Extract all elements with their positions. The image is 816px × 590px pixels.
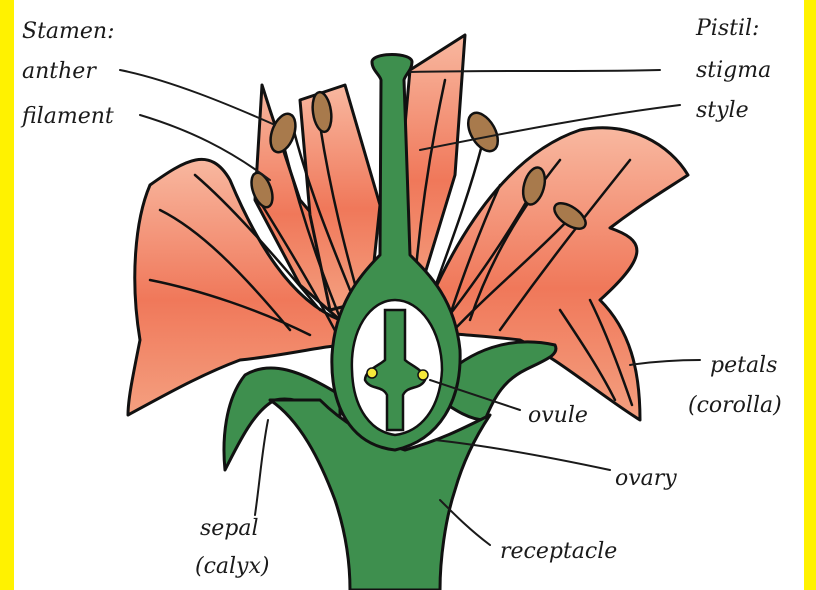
label-calyx: (calyx) bbox=[195, 554, 269, 579]
ovule bbox=[418, 370, 428, 380]
label-sepal: sepal bbox=[200, 516, 259, 541]
label-pistil: Pistil: bbox=[695, 16, 759, 41]
ovule bbox=[367, 368, 377, 378]
label-ovary: ovary bbox=[615, 466, 677, 491]
label-filament: filament bbox=[20, 104, 114, 129]
label-style: style bbox=[696, 98, 749, 123]
left-border bbox=[0, 0, 14, 590]
label-receptacle: receptacle bbox=[500, 539, 617, 564]
label-corolla: (corolla) bbox=[688, 393, 782, 418]
label-anther: anther bbox=[22, 59, 97, 84]
label-stamen: Stamen: bbox=[22, 19, 115, 44]
right-border bbox=[804, 0, 816, 590]
label-petals: petals bbox=[710, 353, 777, 378]
label-stigma: stigma bbox=[696, 58, 771, 83]
label-ovule: ovule bbox=[528, 403, 588, 428]
